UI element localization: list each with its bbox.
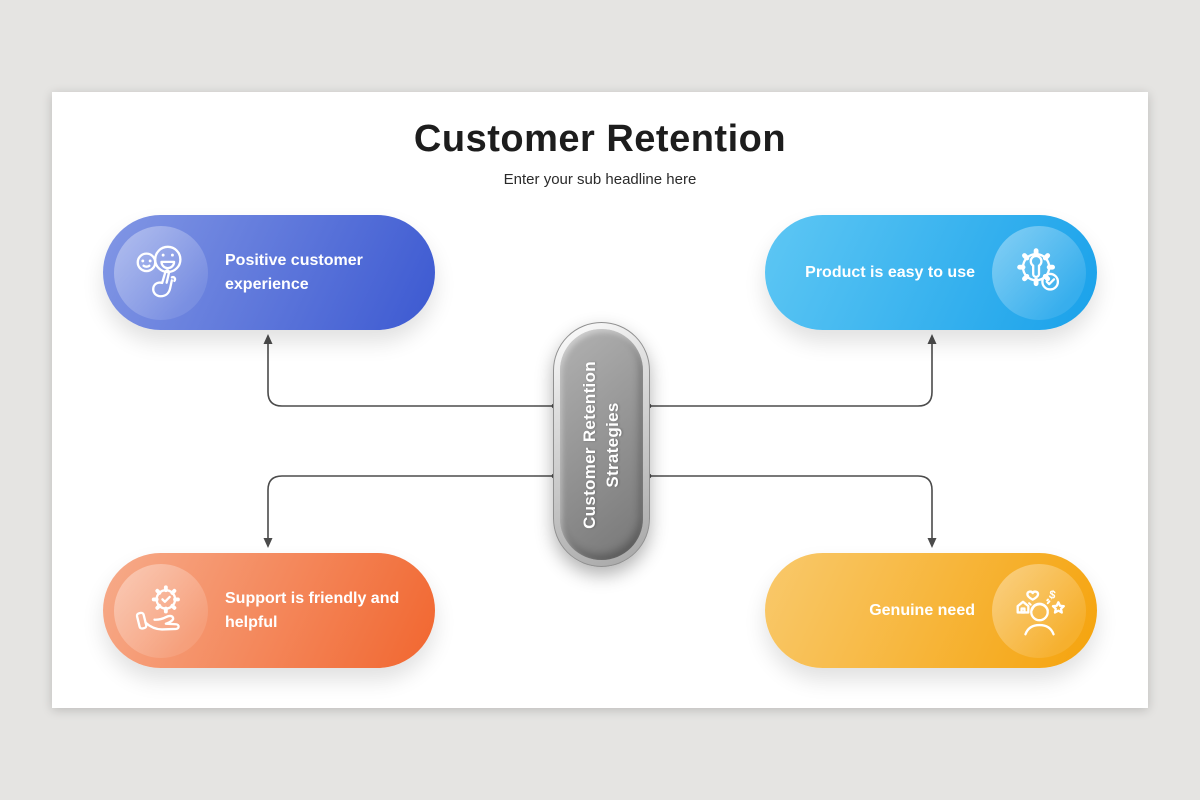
hand-holding-gear-icon bbox=[114, 563, 208, 658]
node-label: Genuine need bbox=[869, 601, 975, 619]
node-support-friendly-helpful[interactable]: Support is friendly and helpful bbox=[103, 553, 435, 668]
svg-text:$: $ bbox=[1048, 588, 1057, 602]
slide: Customer Retention Enter your sub headli… bbox=[52, 92, 1148, 708]
gear-wrench-check-icon bbox=[992, 225, 1086, 320]
customer-feedback-smileys-icon bbox=[114, 225, 208, 320]
node-genuine-need[interactable]: Genuine need $ bbox=[765, 553, 1097, 668]
capsule-label-line2: Strategies bbox=[602, 401, 622, 488]
node-label: Product is easy to use bbox=[805, 263, 975, 281]
slide-header: Customer Retention Enter your sub headli… bbox=[52, 118, 1148, 188]
center-capsule-label: Customer Retention Strategies bbox=[579, 361, 625, 529]
node-positive-customer-experience[interactable]: Positive customer experience bbox=[103, 215, 435, 330]
node-product-easy-to-use[interactable]: Product is easy to use bbox=[765, 215, 1097, 330]
person-needs-icon: $ bbox=[992, 563, 1086, 658]
connector-lines bbox=[263, 334, 937, 548]
node-label: Support is friendly and helpful bbox=[225, 590, 400, 631]
center-capsule[interactable]: Customer Retention Strategies bbox=[553, 322, 650, 567]
page-subtitle: Enter your sub headline here bbox=[503, 171, 697, 188]
node-label: Positive customer experience bbox=[225, 252, 363, 293]
center-capsule-face: Customer Retention Strategies bbox=[560, 329, 643, 560]
capsule-label-line1: Customer Retention bbox=[579, 360, 599, 529]
page-title: Customer Retention bbox=[413, 118, 787, 160]
